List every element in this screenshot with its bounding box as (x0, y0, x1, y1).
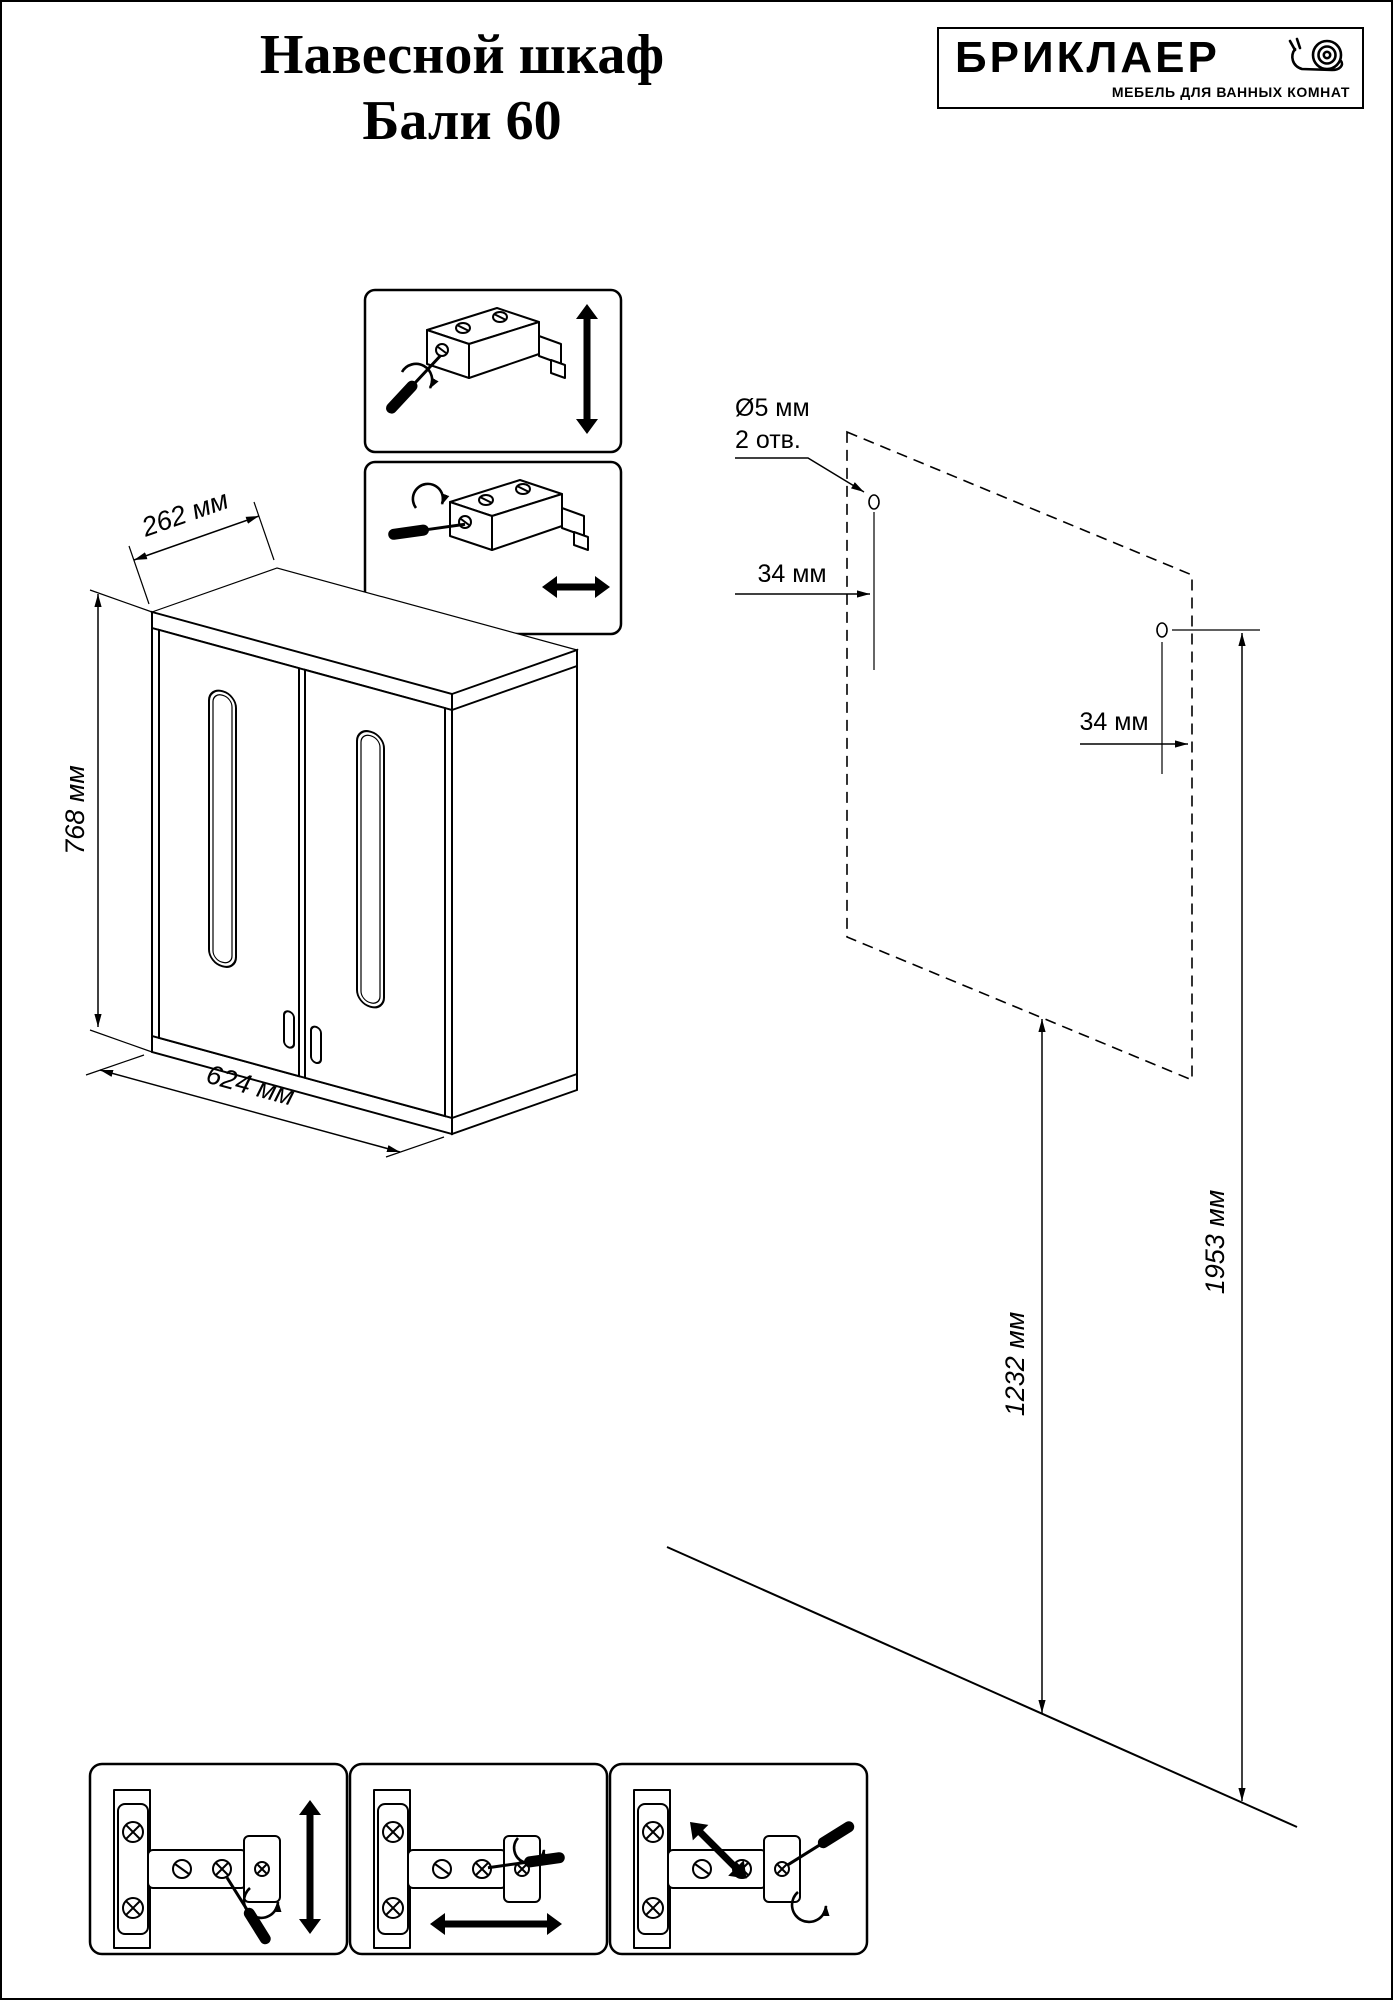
hinge-adjustment-instructions (88, 1762, 869, 1956)
cabinet-outline-on-wall (846, 430, 1193, 1082)
rotate-arrow-icon (400, 362, 439, 389)
floor-line (666, 1546, 1298, 1828)
cabinet-front-face (151, 610, 453, 1136)
wall-mount-diagram: Ø5 мм 2 отв. 34 мм 34 мм 1953 мм 1232 мм (666, 394, 1298, 1828)
snail-icon (1288, 37, 1344, 72)
mount-hole-left (868, 494, 880, 510)
mount-hole-right (1156, 622, 1168, 638)
brand-row: БРИКЛАЕР (955, 34, 1350, 82)
offset-left-label: 34 мм (757, 560, 826, 588)
depth-adjust-arrow-icon (542, 576, 610, 598)
brand-tagline: МЕБЕЛЬ ДЛЯ ВАННЫХ КОМНАТ (1111, 84, 1350, 100)
cabinet-side-face (451, 648, 578, 1136)
brand-logo-box: БРИКЛАЕР МЕБЕЛЬ ДЛЯ ВАННЫХ КОМНАТ (937, 27, 1364, 109)
diagonal-adjust-arrow-icon (690, 1822, 747, 1879)
door-handle-left (283, 1010, 295, 1049)
rotate-arrow-icon (242, 1887, 282, 1920)
vertical-adjust-arrow-icon (576, 304, 598, 434)
product-type-title: Навесной шкаф (259, 24, 665, 86)
holes-height-label: 1953 мм (1200, 1190, 1230, 1295)
rotate-arrow-icon (411, 482, 450, 509)
height-dimension-label: 768 мм (60, 765, 90, 855)
depth-dimension-label: 262 мм (137, 484, 232, 542)
brand-name: БРИКЛАЕР (955, 33, 1220, 82)
bottom-height-label: 1232 мм (1000, 1312, 1030, 1417)
hole-leader-line (735, 457, 865, 493)
cabinet-drawing (150, 567, 579, 1136)
rotate-arrow-icon (790, 1891, 830, 1924)
product-model-title: Бали 60 (362, 90, 562, 153)
rotate-arrow-icon (512, 1837, 547, 1865)
horizontal-adjust-arrow-icon (430, 1913, 562, 1935)
vertical-adjust-arrow-icon (299, 1800, 321, 1934)
page-title: Навесной шкаф Бали 60 (122, 22, 802, 154)
offset-right-label: 34 мм (1079, 708, 1148, 736)
hole-diameter-label: Ø5 мм (735, 394, 810, 422)
hole-count-label: 2 отв. (735, 426, 801, 454)
door-handle-right (310, 1025, 322, 1065)
hanger-adjustment-instructions (363, 288, 623, 636)
